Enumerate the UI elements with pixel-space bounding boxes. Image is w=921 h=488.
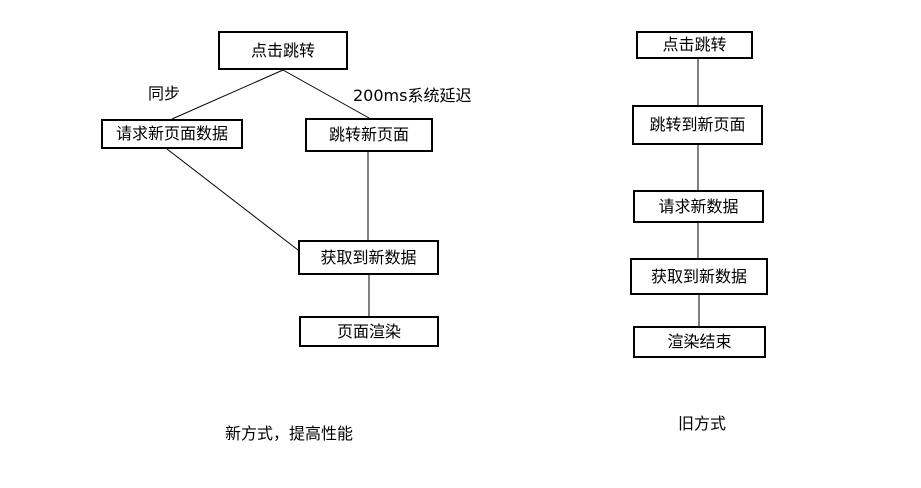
node-request-new-page-data: 请求新页面数据	[101, 119, 243, 149]
node-jump-new-page: 跳转新页面	[305, 118, 433, 152]
edge-label-system-delay: 200ms系统延迟	[353, 86, 472, 105]
node-click-jump-old: 点击跳转	[636, 31, 753, 59]
caption-old-flow: 旧方式	[678, 414, 727, 433]
node-click-jump-new: 点击跳转	[218, 31, 348, 70]
node-get-new-data-old: 获取到新数据	[630, 258, 768, 295]
node-get-new-data-new: 获取到新数据	[298, 240, 439, 275]
node-render-end: 渲染结束	[633, 326, 766, 358]
node-jump-to-new-page: 跳转到新页面	[632, 105, 763, 145]
edge-label-sync: 同步	[148, 84, 181, 103]
caption-new-flow: 新方式，提高性能	[225, 424, 354, 443]
node-request-new-data: 请求新数据	[633, 190, 764, 223]
node-page-render: 页面渲染	[299, 316, 439, 347]
